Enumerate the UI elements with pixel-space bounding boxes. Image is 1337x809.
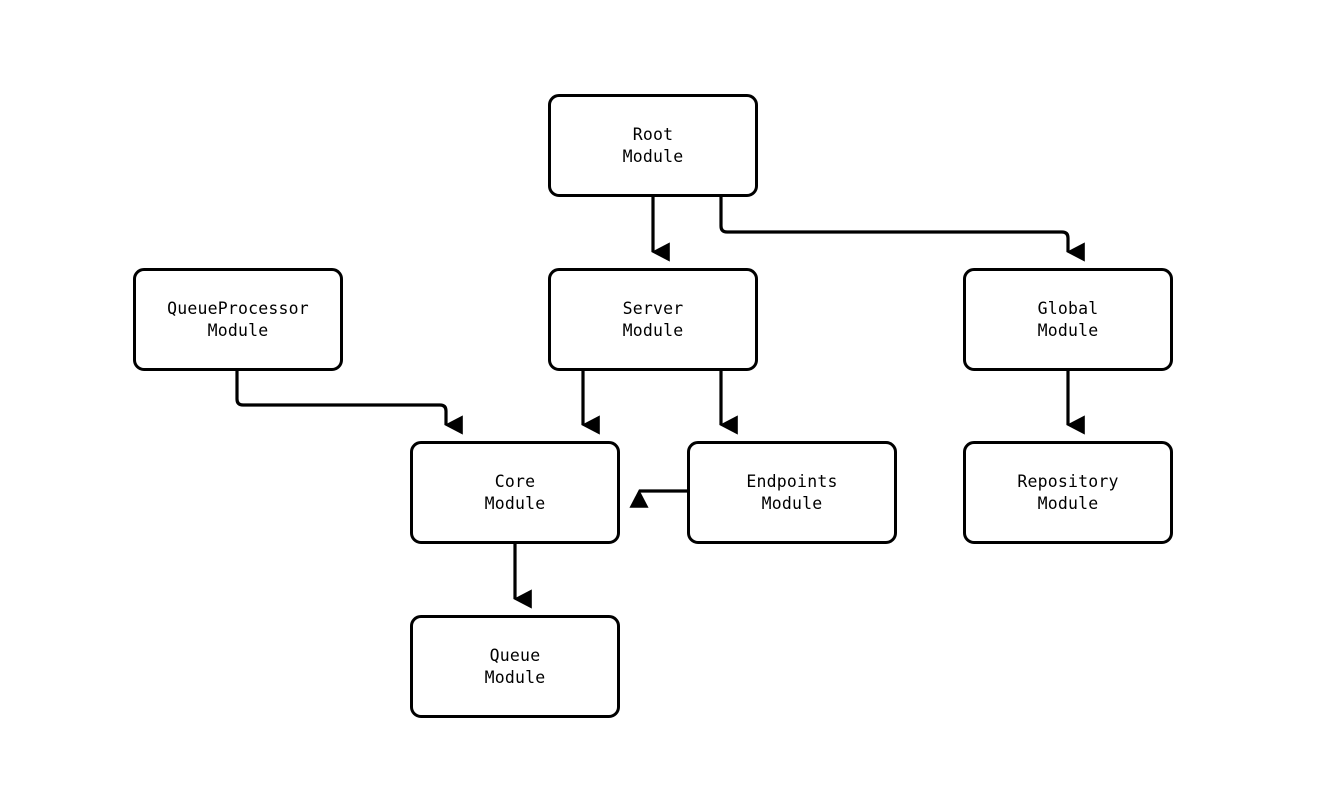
- node-title: Core: [494, 471, 536, 491]
- node-global-module[interactable]: Global Module: [963, 268, 1173, 371]
- node-subtitle: Module: [761, 493, 823, 513]
- node-queue-module[interactable]: Queue Module: [410, 615, 620, 718]
- node-server-module[interactable]: Server Module: [548, 268, 758, 371]
- node-subtitle: Module: [1037, 493, 1099, 513]
- node-title: Repository: [1017, 471, 1119, 491]
- node-title: Root: [632, 124, 674, 144]
- node-subtitle: Module: [207, 320, 269, 340]
- node-subtitle: Module: [622, 320, 684, 340]
- edge-queueprocessor-core: [235, 371, 463, 435]
- node-title: Endpoints: [746, 471, 838, 491]
- node-root-module[interactable]: Root Module: [548, 94, 758, 197]
- node-subtitle: Module: [484, 493, 546, 513]
- node-title: Global: [1037, 298, 1099, 318]
- node-subtitle: Module: [1037, 320, 1099, 340]
- node-subtitle: Module: [484, 667, 546, 687]
- node-endpoints-module[interactable]: Endpoints Module: [687, 441, 897, 544]
- node-title: Server: [622, 298, 684, 318]
- node-title: Queue: [489, 645, 541, 665]
- node-repository-module[interactable]: Repository Module: [963, 441, 1173, 544]
- node-subtitle: Module: [622, 146, 684, 166]
- node-queueprocessor-module[interactable]: QueueProcessor Module: [133, 268, 343, 371]
- edge-root-global: [719, 197, 1085, 262]
- node-title: QueueProcessor: [167, 298, 309, 318]
- node-core-module[interactable]: Core Module: [410, 441, 620, 544]
